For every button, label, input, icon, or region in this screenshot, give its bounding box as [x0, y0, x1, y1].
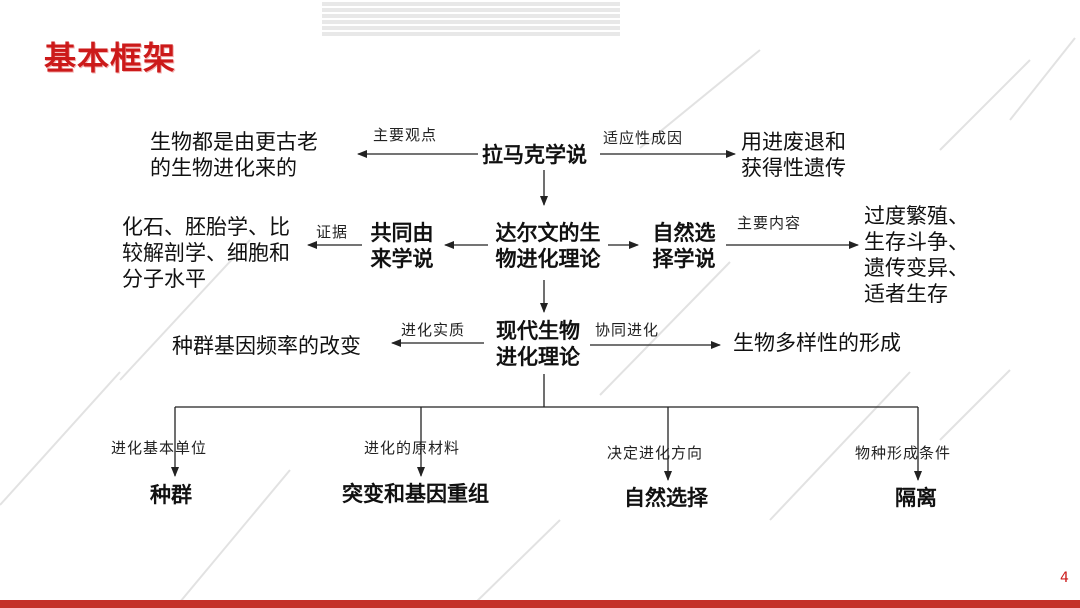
node-ns-content-line-3: 遗传变异、 — [864, 256, 969, 280]
node-diversity: 生物多样性的形成 — [733, 331, 901, 355]
page-number: 4 — [1060, 570, 1069, 586]
label-speciation: 物种形成条件 — [855, 444, 952, 462]
node-lamarck-cause: 用进废退和 获得性遗传 — [741, 129, 846, 181]
node-essence-result: 种群基因频率的改变 — [172, 334, 361, 358]
label-main-view: 主要观点 — [373, 126, 438, 144]
label-main-content: 主要内容 — [737, 214, 802, 232]
node-ns-content-line-1: 过度繁殖、 — [864, 204, 969, 228]
node-isolation: 隔离 — [895, 486, 937, 510]
node-lamarck-view: 生物都是由更古老 的生物进化来的 — [150, 129, 318, 181]
label-coevolution: 协同进化 — [595, 321, 660, 339]
bottom-red-bar — [0, 600, 1080, 608]
node-lamarck-cause-line-2: 获得性遗传 — [741, 156, 846, 180]
node-lamarck: 拉马克学说 — [482, 143, 587, 167]
decorative-stripes — [322, 2, 620, 36]
node-evidence: 化石、胚胎学、比 较解剖学、细胞和 分子水平 — [122, 214, 290, 292]
label-direction: 决定进化方向 — [607, 444, 704, 462]
node-common-descent-line-2: 来学说 — [370, 247, 434, 271]
node-modern-line-2: 进化理论 — [496, 345, 580, 369]
node-natural-selection-line-2: 择学说 — [652, 247, 716, 271]
node-lamarck-view-line-1: 生物都是由更古老 — [150, 130, 318, 154]
node-darwin-line-1: 达尔文的生 — [495, 221, 601, 245]
label-evidence: 证据 — [316, 223, 349, 241]
node-natural-selection: 自然选 择学说 — [644, 220, 724, 272]
node-ns-content-line-4: 适者生存 — [864, 282, 948, 306]
node-population: 种群 — [150, 483, 192, 507]
node-evidence-line-2: 较解剖学、细胞和 — [122, 241, 290, 265]
node-lamarck-cause-line-1: 用进废退和 — [741, 130, 846, 154]
page-title: 基本框架 — [44, 39, 177, 77]
label-basic-unit: 进化基本单位 — [111, 439, 208, 457]
node-ns-content-line-2: 生存斗争、 — [864, 230, 969, 254]
node-evidence-line-1: 化石、胚胎学、比 — [122, 215, 290, 239]
node-modern: 现代生物 进化理论 — [486, 318, 590, 370]
decorative-diagonals — [0, 37, 1076, 608]
node-ns-content: 过度繁殖、 生存斗争、 遗传变异、 适者生存 — [864, 203, 969, 307]
node-modern-line-1: 现代生物 — [496, 319, 580, 343]
node-selection-bottom: 自然选择 — [624, 486, 708, 510]
node-lamarck-view-line-2: 的生物进化来的 — [150, 156, 297, 180]
node-evidence-line-3: 分子水平 — [122, 267, 206, 291]
label-adaptation-cause: 适应性成因 — [603, 129, 684, 147]
node-mutation: 突变和基因重组 — [342, 482, 489, 506]
label-essence: 进化实质 — [401, 321, 466, 339]
node-darwin: 达尔文的生 物进化理论 — [488, 220, 608, 272]
node-common-descent-line-1: 共同由 — [370, 221, 434, 245]
node-darwin-line-2: 物进化理论 — [495, 247, 601, 271]
label-raw-material: 进化的原材料 — [364, 439, 461, 457]
node-common-descent: 共同由 来学说 — [362, 220, 442, 272]
node-natural-selection-line-1: 自然选 — [652, 221, 716, 245]
